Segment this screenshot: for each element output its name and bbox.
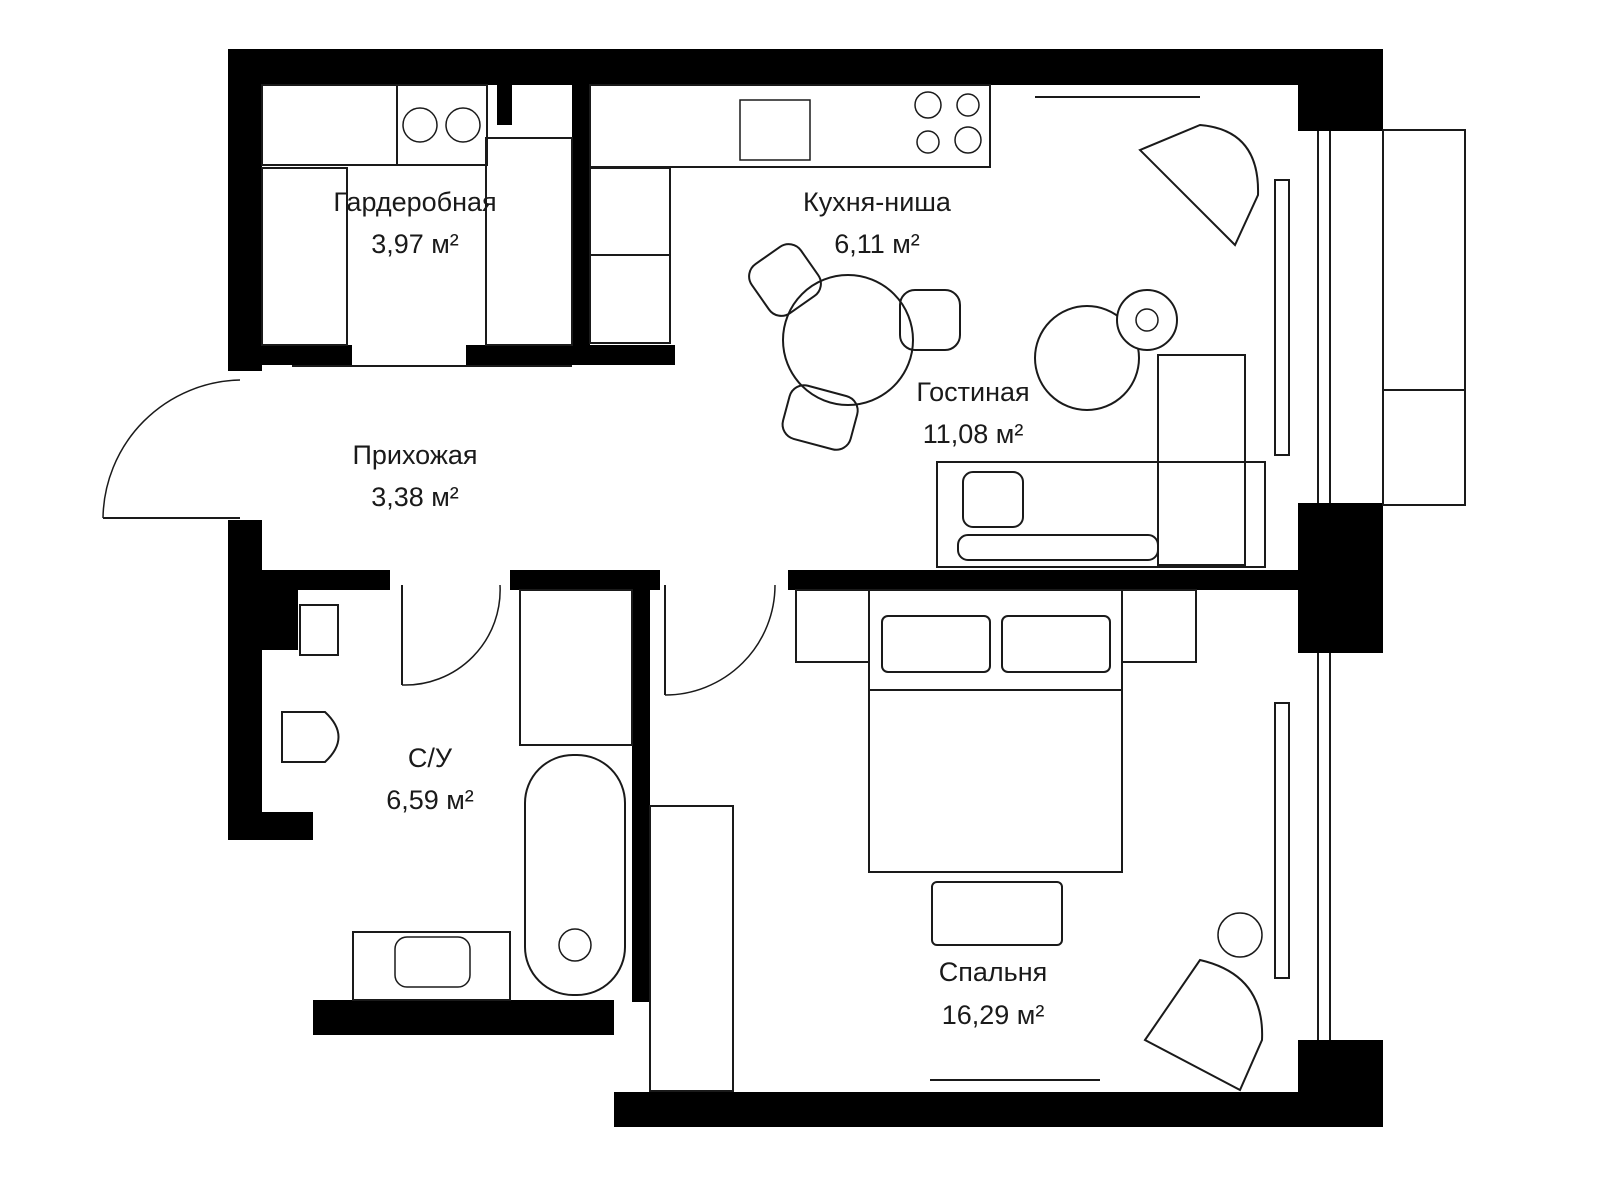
doors (102, 365, 776, 696)
living-furniture (936, 123, 1266, 568)
bathroom-furniture (281, 589, 633, 1001)
room-name-wardrobe: Гардеробная (333, 187, 496, 217)
room-area-hallway: 3,38 м² (371, 482, 459, 512)
windows (1274, 129, 1466, 1040)
room-area-kitchen: 6,11 м² (834, 229, 920, 259)
kitchen-furniture (589, 84, 1200, 451)
wardrobe (261, 84, 734, 1092)
room-area-living: 11,08 м² (923, 419, 1024, 449)
room-area-bathroom: 6,59 м² (386, 785, 474, 815)
room-name-living: Гостиная (916, 377, 1029, 407)
room-name-hallway: Прихожая (352, 440, 477, 470)
room-labels: Гардеробная 3,97 м² Кухня-ниша 6,11 м² Г… (333, 187, 1047, 1030)
walls (228, 49, 1383, 1127)
room-area-bedroom: 16,29 м² (942, 1000, 1045, 1030)
bedroom-furniture (795, 589, 1264, 1092)
room-name-kitchen: Кухня-ниша (803, 187, 952, 217)
room-name-bedroom: Спальня (939, 957, 1048, 987)
room-area-wardrobe: 3,97 м² (371, 229, 459, 259)
room-name-bathroom: С/У (408, 743, 453, 773)
